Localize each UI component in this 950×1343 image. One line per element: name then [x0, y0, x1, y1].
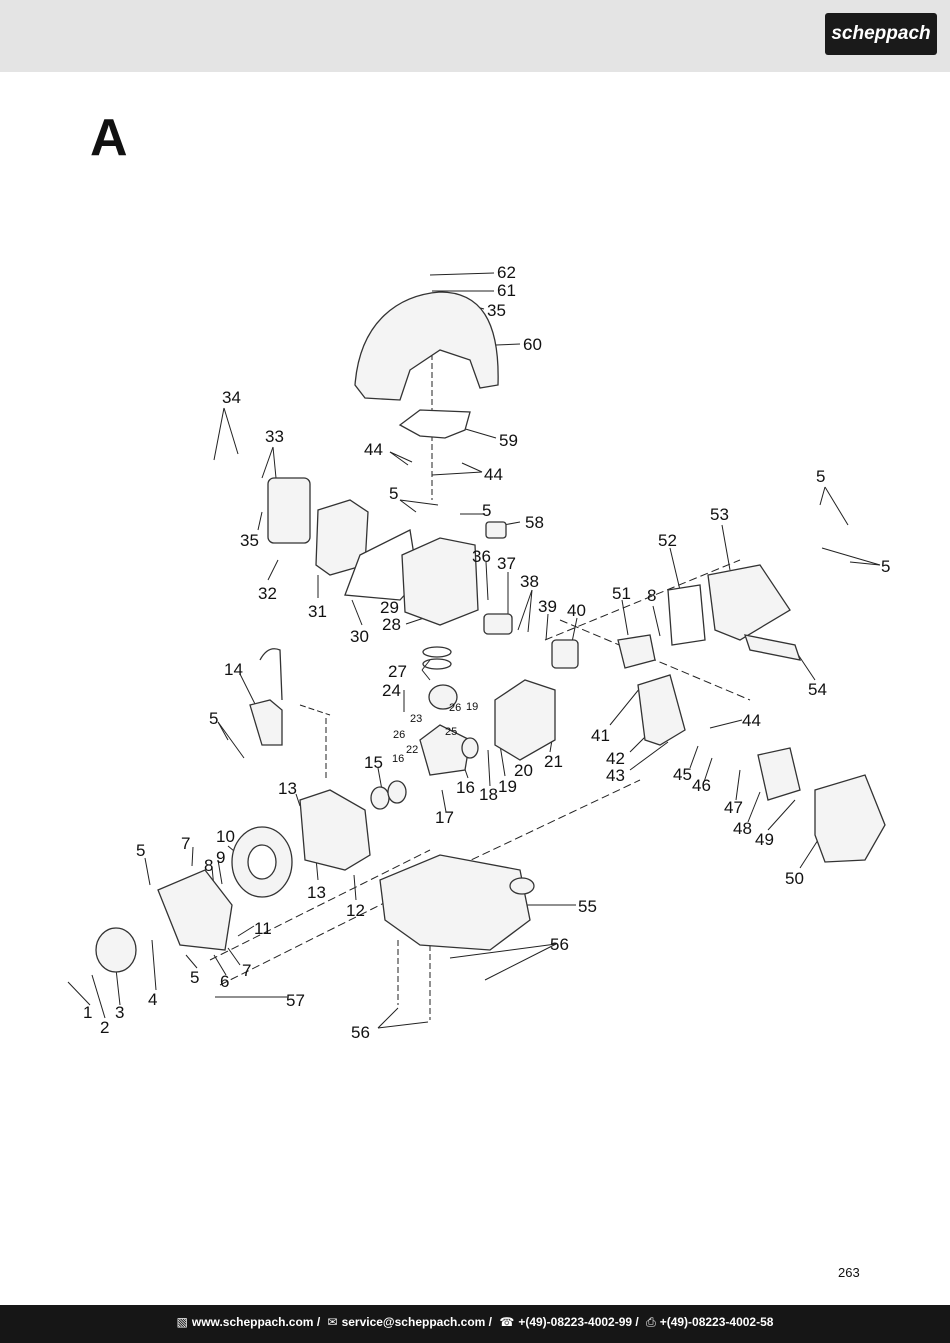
callout-42: 42	[606, 749, 625, 768]
callout-small-23: 23	[410, 713, 422, 725]
callout-56: 56	[550, 935, 569, 954]
phone-icon: ☎	[499, 1315, 515, 1329]
callout-small-26: 26	[393, 729, 405, 741]
callout-7: 7	[181, 834, 190, 853]
callout-small-22: 22	[406, 744, 418, 756]
callout-33: 33	[265, 427, 284, 446]
callout-38: 38	[520, 572, 539, 591]
callout-36: 36	[472, 547, 491, 566]
footer-website: www.scheppach.com /	[191, 1315, 321, 1329]
callout-5: 5	[881, 557, 890, 576]
callout-10: 10	[216, 827, 235, 846]
callout-5: 5	[389, 484, 398, 503]
callout-5: 5	[209, 709, 218, 728]
callout-20: 20	[514, 761, 533, 780]
callout-31: 31	[308, 602, 327, 621]
callout-18: 18	[479, 785, 498, 804]
callout-17: 17	[435, 808, 454, 827]
callout-35: 35	[240, 531, 259, 550]
callout-8: 8	[204, 856, 213, 875]
callout-55: 55	[578, 897, 597, 916]
callout-34: 34	[222, 388, 241, 407]
callout-3: 3	[115, 1003, 124, 1022]
callout-49: 49	[755, 830, 774, 849]
callout-2: 2	[100, 1018, 109, 1037]
footer-bar: ▧www.scheppach.com / ✉service@scheppach.…	[0, 1305, 950, 1343]
callout-54: 54	[808, 680, 827, 699]
callout-4: 4	[148, 990, 157, 1009]
callout-46: 46	[692, 776, 711, 795]
callout-40: 40	[567, 601, 586, 620]
callout-43: 43	[606, 766, 625, 785]
callout-5: 5	[482, 501, 491, 520]
callout-9: 9	[216, 848, 225, 867]
callout-29: 29	[380, 598, 399, 617]
callout-15: 15	[364, 753, 383, 772]
callout-5: 5	[190, 968, 199, 987]
callout-small-16: 16	[392, 753, 404, 765]
footer-phone: +(49)-08223-4002-99 /	[518, 1315, 639, 1329]
callout-30: 30	[350, 627, 369, 646]
callout-28: 28	[382, 615, 401, 634]
callout-1: 1	[83, 1003, 92, 1022]
callout-56: 56	[351, 1023, 370, 1042]
callout-12: 12	[346, 901, 365, 920]
fax-icon: ⎙	[646, 1315, 656, 1329]
callout-13: 13	[307, 883, 326, 902]
page-number: 263	[838, 1265, 860, 1280]
callout-7: 7	[242, 961, 251, 980]
callout-27: 27	[388, 662, 407, 681]
callout-62: 62	[497, 263, 516, 282]
callout-61: 61	[497, 281, 516, 300]
callout-11: 11	[254, 919, 272, 938]
callout-24: 24	[382, 681, 401, 700]
callout-37: 37	[497, 554, 516, 573]
callout-52: 52	[658, 531, 677, 550]
callout-58: 58	[525, 513, 544, 532]
callout-41: 41	[591, 726, 610, 745]
callout-5: 5	[136, 841, 145, 860]
callout-44: 44	[364, 440, 383, 459]
brand-logo: scheppach	[825, 13, 937, 55]
callout-small-26: 26	[449, 702, 461, 714]
callout-35: 35	[487, 301, 506, 320]
section-letter: A	[90, 109, 128, 167]
callout-45: 45	[673, 765, 692, 784]
callout-50: 50	[785, 869, 804, 888]
callout-21: 21	[544, 752, 563, 771]
callout-44: 44	[484, 465, 503, 484]
callout-16: 16	[456, 778, 475, 797]
callout-60: 60	[523, 335, 542, 354]
footer-fax: +(49)-08223-4002-58	[659, 1315, 774, 1329]
callout-6: 6	[220, 972, 229, 991]
engine-shroud-part	[354, 291, 499, 401]
callout-small-19: 19	[466, 701, 478, 713]
callout-39: 39	[538, 597, 557, 616]
callout-44: 44	[742, 711, 761, 730]
callout-53: 53	[710, 505, 729, 524]
callout-small-25: 25	[445, 726, 457, 738]
callout-48: 48	[733, 819, 752, 838]
callout-32: 32	[258, 584, 277, 603]
callout-5: 5	[816, 467, 825, 486]
footer-email: service@scheppach.com /	[341, 1315, 493, 1329]
callout-13: 13	[278, 779, 297, 798]
callout-47: 47	[724, 798, 743, 817]
computer-icon: ▧	[176, 1315, 188, 1329]
header-bar: scheppach	[0, 0, 950, 72]
callout-57: 57	[286, 991, 305, 1010]
callout-8: 8	[647, 586, 656, 605]
callout-59: 59	[499, 431, 518, 450]
mail-icon: ✉	[327, 1315, 338, 1329]
callout-51: 51	[612, 584, 631, 603]
callout-19: 19	[498, 777, 517, 796]
callout-14: 14	[224, 660, 243, 679]
